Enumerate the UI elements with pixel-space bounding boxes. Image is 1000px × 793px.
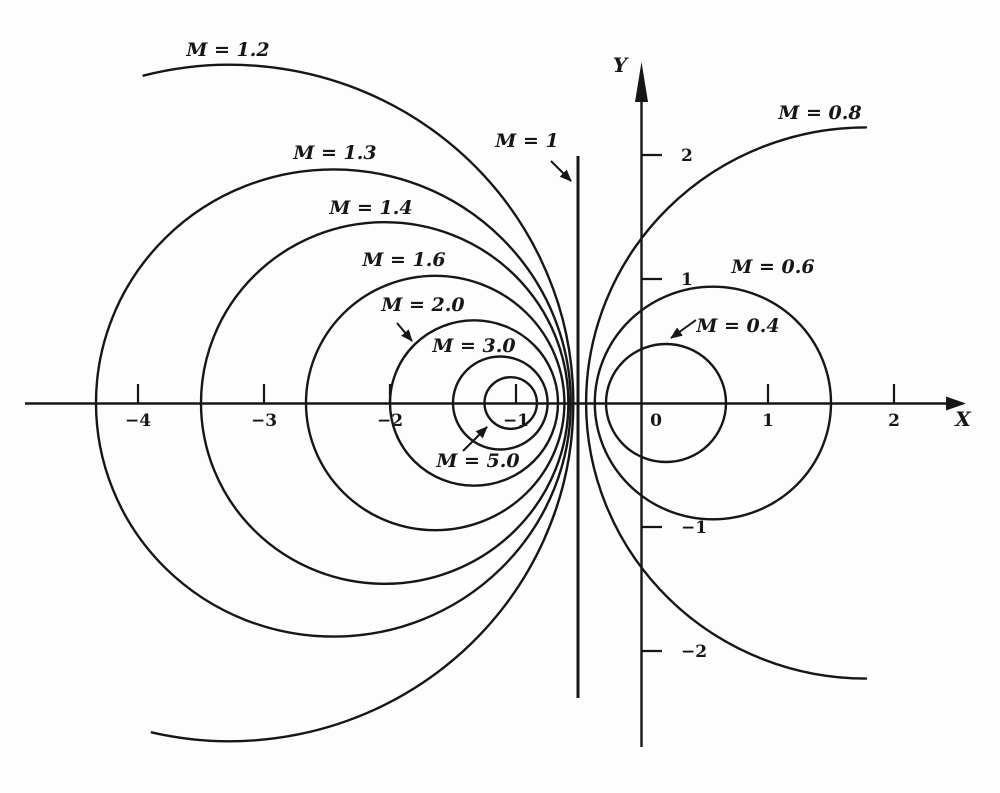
m-circle-1-6 [304, 274, 566, 532]
y-axis-arrowhead [635, 62, 648, 102]
x-tick-label-2: 2 [888, 411, 900, 431]
m-circle-0-6 [593, 285, 833, 521]
m-circle-5-label: M = 5.0 [435, 450, 519, 472]
m-circle-2 [388, 319, 560, 487]
y-tick-label--2: −2 [681, 642, 707, 662]
m-circle-3 [451, 355, 549, 451]
m-circle-1-4 [199, 220, 570, 586]
m-circle-5 [483, 376, 539, 431]
m-circle-3-label: M = 3.0 [431, 335, 515, 357]
m-circle-1-4-label: M = 1.4 [328, 197, 412, 219]
m-circle-0-4-arrow [670, 319, 697, 339]
m-circle-1-6-label: M = 1.6 [361, 249, 445, 271]
m-circle-2-label: M = 2.0 [380, 294, 464, 316]
m-circle-5-arrow [462, 426, 488, 452]
y-tick-label--1: −1 [681, 518, 707, 538]
y-tick-label-2: 2 [681, 146, 693, 166]
x-tick-label-0: 0 [650, 411, 662, 431]
y-axis-label: Y [613, 53, 629, 77]
m-circle-0-8 [584, 126, 868, 680]
x-axis-arrowhead [946, 396, 966, 411]
m-circle-1-3 [94, 168, 572, 638]
m-circle-1-2-label: M = 1.2 [185, 39, 269, 61]
m-circle-2-arrow [396, 322, 413, 342]
x-tick-label--4: −4 [125, 411, 151, 431]
x-tick-label--2: −2 [377, 411, 403, 431]
x-tick-label-1: 1 [762, 411, 774, 431]
m-line-1-label: M = 1 [494, 130, 558, 152]
m-circle-0-4-label: M = 0.4 [695, 315, 779, 337]
m-circle-0-4 [604, 342, 728, 464]
m-circle-1-2 [142, 63, 575, 743]
m-circle-0-6-label: M = 0.6 [730, 256, 814, 278]
x-tick-label--3: −3 [251, 411, 277, 431]
m-circle-1-3-label: M = 1.3 [292, 142, 376, 164]
m-circle-0-8-label: M = 0.8 [777, 102, 861, 124]
y-tick-label-1: 1 [681, 270, 693, 290]
x-axis-label: X [953, 407, 972, 431]
m-line-1-arrow [550, 160, 572, 182]
